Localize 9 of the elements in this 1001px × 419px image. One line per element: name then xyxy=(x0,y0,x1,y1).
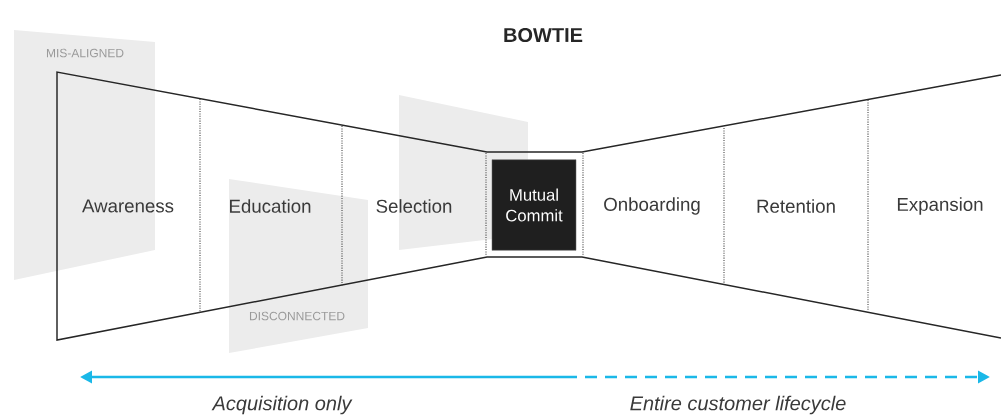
timeline-label: Entire customer lifecycle xyxy=(630,395,846,415)
stage-label: Awareness xyxy=(82,199,174,213)
title: BOWTIE xyxy=(504,27,583,43)
stage-label: Expansion xyxy=(897,197,983,215)
stage-label: Selection xyxy=(376,199,452,213)
stage-label: Onboarding xyxy=(604,197,700,215)
stage-box: Mutual Commit xyxy=(491,159,577,251)
stage-label: Retention xyxy=(757,199,835,213)
timeline-label: Acquisition only xyxy=(211,395,353,415)
